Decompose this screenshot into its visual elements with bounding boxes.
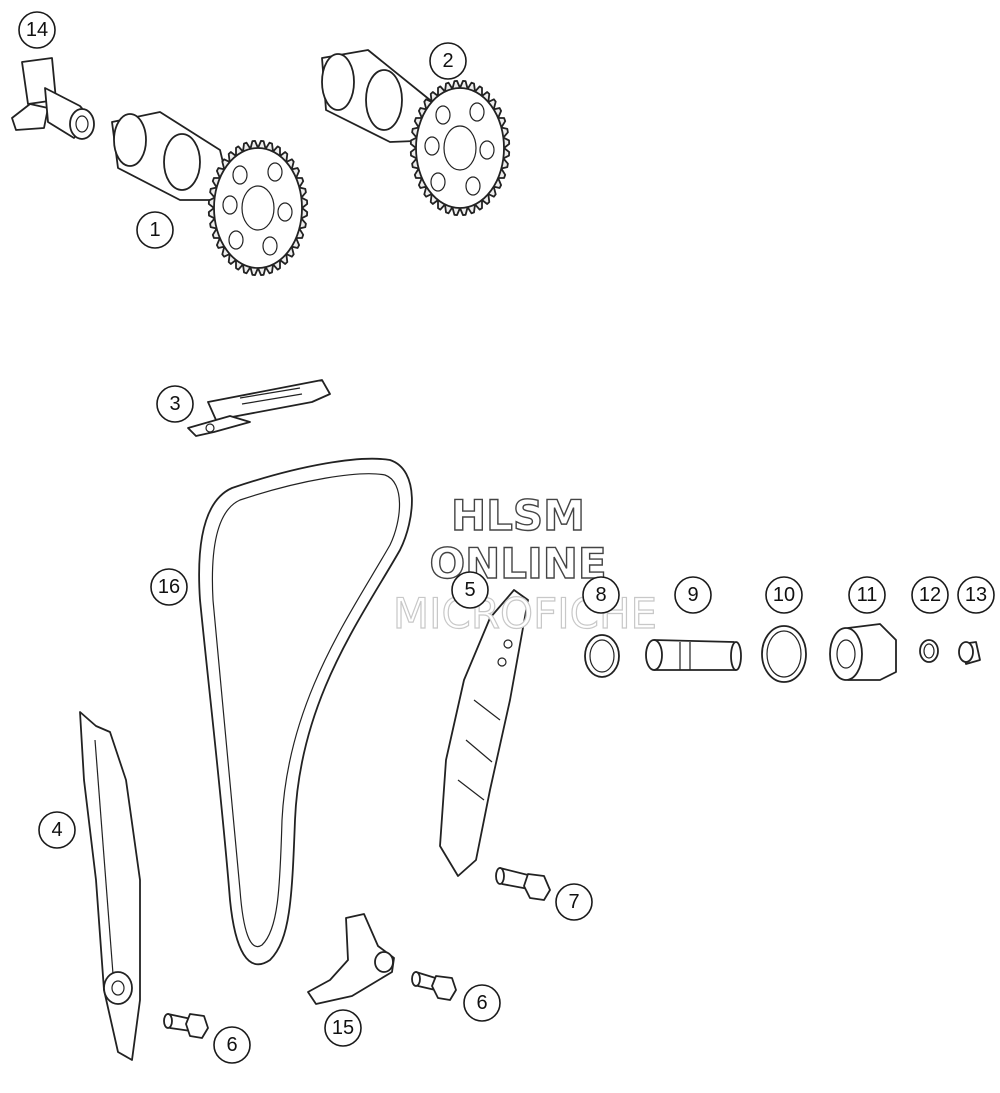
callout-2: 2: [429, 42, 467, 80]
callout-8: 8: [582, 576, 620, 614]
svg-text:6: 6: [226, 1034, 237, 1056]
svg-text:5: 5: [464, 579, 475, 601]
part-14-sensor: [11, 57, 95, 140]
callout-11: 11: [848, 576, 886, 614]
callout-14: 14: [18, 11, 56, 49]
part-15-lower-guide: [307, 913, 395, 1005]
callout-6a: 6: [213, 1026, 251, 1064]
svg-text:10: 10: [773, 584, 795, 606]
callout-10: 10: [765, 576, 803, 614]
svg-text:6: 6: [476, 992, 487, 1014]
part-1-camshaft: [111, 111, 309, 276]
part-3-guide-rail: [187, 379, 331, 437]
svg-text:12: 12: [919, 584, 941, 606]
part-4-tensioner-rail: [79, 711, 141, 1061]
callout-16: 16: [150, 568, 188, 606]
svg-text:16: 16: [158, 576, 180, 598]
callout-6b: 6: [463, 984, 501, 1022]
callout-5: 5: [451, 571, 489, 609]
svg-text:1: 1: [149, 219, 160, 241]
svg-text:11: 11: [857, 584, 878, 606]
callout-7: 7: [555, 883, 593, 921]
part-8-oring: [584, 634, 620, 678]
svg-text:8: 8: [595, 584, 606, 606]
svg-text:13: 13: [965, 584, 987, 606]
watermark-line2: ONLINE: [429, 539, 606, 588]
callout-13: 13: [957, 576, 995, 614]
svg-text:3: 3: [169, 393, 180, 415]
part-5-guide-rail: [439, 589, 529, 877]
part-12-seal-ring: [919, 639, 939, 663]
part-10-oring: [761, 625, 807, 683]
part-9-plunger: [645, 639, 742, 671]
callout-12: 12: [911, 576, 949, 614]
part-6-bolt-b: [411, 971, 457, 1001]
part-7-bolt: [495, 867, 551, 901]
callout-15: 15: [324, 1009, 362, 1047]
svg-text:15: 15: [332, 1017, 354, 1039]
callout-4: 4: [38, 811, 76, 849]
watermark: HLSM ONLINE MICROFICHE: [392, 490, 657, 638]
part-11-screw-plug: [829, 623, 897, 681]
svg-text:7: 7: [568, 891, 579, 913]
part-13-plug: [958, 641, 981, 665]
callout-1: 1: [136, 211, 174, 249]
svg-text:2: 2: [442, 50, 453, 72]
svg-text:4: 4: [51, 819, 62, 841]
watermark-line1: HLSM: [451, 491, 585, 540]
callout-9: 9: [674, 576, 712, 614]
part-2-camshaft: [321, 49, 511, 216]
part-6-bolt-a: [163, 1013, 209, 1039]
svg-text:14: 14: [26, 19, 48, 41]
svg-text:9: 9: [687, 584, 698, 606]
part-16-timing-chain: [198, 457, 413, 966]
callout-3: 3: [156, 385, 194, 423]
